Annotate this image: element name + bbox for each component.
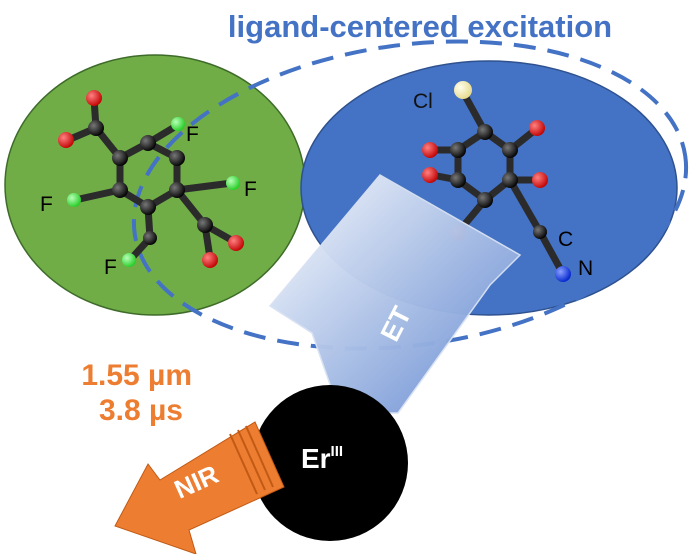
fluorine-label-top: F [186, 123, 199, 146]
left-ligand-molecule [58, 90, 244, 268]
erbium-label: ErIII [301, 443, 343, 474]
nitrogen-label: N [578, 257, 593, 280]
fluorine-label-bottom: F [104, 256, 117, 279]
left-ligand-ellipse [4, 54, 306, 316]
fluorine-label-left: F [40, 193, 53, 216]
nir-arrow-stripes [229, 425, 274, 495]
fluorine-label-right: F [244, 178, 257, 201]
chlorine-label: Cl [413, 90, 433, 113]
carbon-label: C [558, 228, 573, 251]
erbium-ion [252, 385, 408, 541]
emission-lifetime: 3.8 µs [99, 394, 183, 427]
emission-wavelength: 1.55 µm [81, 359, 192, 392]
nir-emission-arrow [114, 421, 285, 554]
diagram-title: ligand-centered excitation [228, 9, 612, 44]
